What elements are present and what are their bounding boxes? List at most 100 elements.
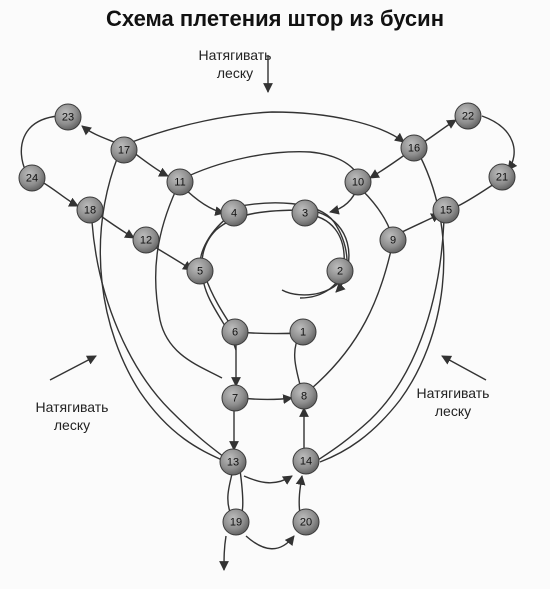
bead-16: 16 [400, 134, 428, 162]
bead-1: 1 [289, 318, 317, 346]
outer-24-18 [41, 181, 79, 207]
note-pull-line-top: Натягивать леску [170, 46, 300, 82]
bead-number: 11 [174, 177, 185, 189]
bead-2: 2 [326, 257, 354, 285]
bead-number: 21 [496, 172, 508, 184]
bead-number: 12 [140, 235, 152, 247]
bead-circle [290, 382, 318, 410]
outer-18-down [91, 221, 229, 461]
bead-number: 13 [227, 457, 239, 469]
bead-number: 10 [352, 177, 364, 189]
bead-number: 15 [440, 205, 452, 217]
bead-11: 11 [166, 168, 194, 196]
bead-circle [379, 226, 407, 254]
bottom-19-20 [245, 535, 295, 550]
bead-circle [432, 196, 460, 224]
page-title: Схема плетения штор из бусин [106, 6, 444, 31]
bead-circle [110, 136, 138, 164]
note-top-line1: Натягивать [198, 47, 272, 63]
bead-number: 19 [230, 517, 242, 529]
bead-number: 6 [232, 327, 238, 339]
bead-circle [289, 318, 317, 346]
bead-number: 8 [301, 391, 307, 403]
pull-arrow-left [49, 355, 97, 381]
bead-number: 20 [300, 517, 312, 529]
bead-24: 24 [18, 164, 46, 192]
bead-number: 16 [408, 143, 420, 155]
bead-number: 22 [462, 111, 474, 123]
outer-top [131, 111, 405, 143]
bead-circle [454, 102, 482, 130]
bead-number: 7 [232, 393, 238, 405]
bead-17: 17 [110, 136, 138, 164]
thread-paths [20, 55, 518, 571]
bead-20: 20 [292, 508, 320, 536]
bead-13: 13 [219, 448, 247, 476]
bead-15: 15 [432, 196, 460, 224]
bead-circle [220, 199, 248, 227]
bead-circle [221, 384, 249, 412]
outer-16-10 [369, 153, 407, 179]
bead-19: 19 [222, 508, 250, 536]
outer-16-down [319, 155, 445, 463]
bead-circle [18, 164, 46, 192]
bead-circle [76, 196, 104, 224]
bead-4: 4 [220, 199, 248, 227]
note-top-line2: леску [216, 65, 254, 81]
note-right-line2: леску [434, 403, 472, 419]
bead-circle [344, 168, 372, 196]
bead-number: 14 [300, 456, 312, 468]
mid-11-down [155, 189, 223, 379]
outer-21-15 [457, 183, 495, 207]
pull-arrow-right [441, 355, 487, 381]
bead-circle [488, 163, 516, 191]
bead-18: 18 [76, 196, 104, 224]
bottom-exit-right [237, 469, 244, 515]
bead-number: 18 [84, 205, 96, 217]
bead-3: 3 [291, 199, 319, 227]
bead-circle [222, 508, 250, 536]
bead-circle [292, 508, 320, 536]
bead-circle [132, 226, 160, 254]
bead-number: 4 [231, 208, 237, 220]
outer-17-23 [81, 125, 115, 143]
bead-number: 2 [337, 266, 343, 278]
bead-10: 10 [344, 168, 372, 196]
note-left-line2: леску [53, 417, 91, 433]
bead-number: 9 [390, 235, 396, 247]
bead-circle [221, 318, 249, 346]
bead-number: 1 [300, 327, 306, 339]
bead-circle [326, 257, 354, 285]
mid-9-8 [311, 245, 393, 389]
bead-number: 5 [197, 266, 203, 278]
bead-circle [219, 448, 247, 476]
bead-8: 8 [290, 382, 318, 410]
bead-circle [292, 447, 320, 475]
bead-circle [166, 168, 194, 196]
bead-12: 12 [132, 226, 160, 254]
bead-14: 14 [292, 447, 320, 475]
outer-18-12 [97, 213, 135, 239]
bead-circle [54, 103, 82, 131]
bottom-exit-left [219, 535, 229, 571]
bead-22: 22 [454, 102, 482, 130]
note-pull-line-right: Натягивать леску [398, 384, 508, 420]
bead-circle [291, 199, 319, 227]
bottom-13-19 [227, 473, 233, 513]
bead-7: 7 [221, 384, 249, 412]
bead-number: 24 [26, 173, 38, 185]
mid-9-15 [397, 213, 441, 235]
outer-23-24 [20, 115, 59, 173]
bead-9: 9 [379, 226, 407, 254]
bottom-13-14 [243, 475, 293, 485]
bead-number: 3 [302, 208, 308, 220]
outer-17-down [99, 155, 223, 461]
bottom-20-14 [295, 475, 306, 515]
bead-21: 21 [488, 163, 516, 191]
bead-number: 23 [62, 112, 74, 124]
bead-number: 17 [118, 145, 130, 157]
bead-5: 5 [186, 257, 214, 285]
outer-16-22 [423, 119, 457, 143]
